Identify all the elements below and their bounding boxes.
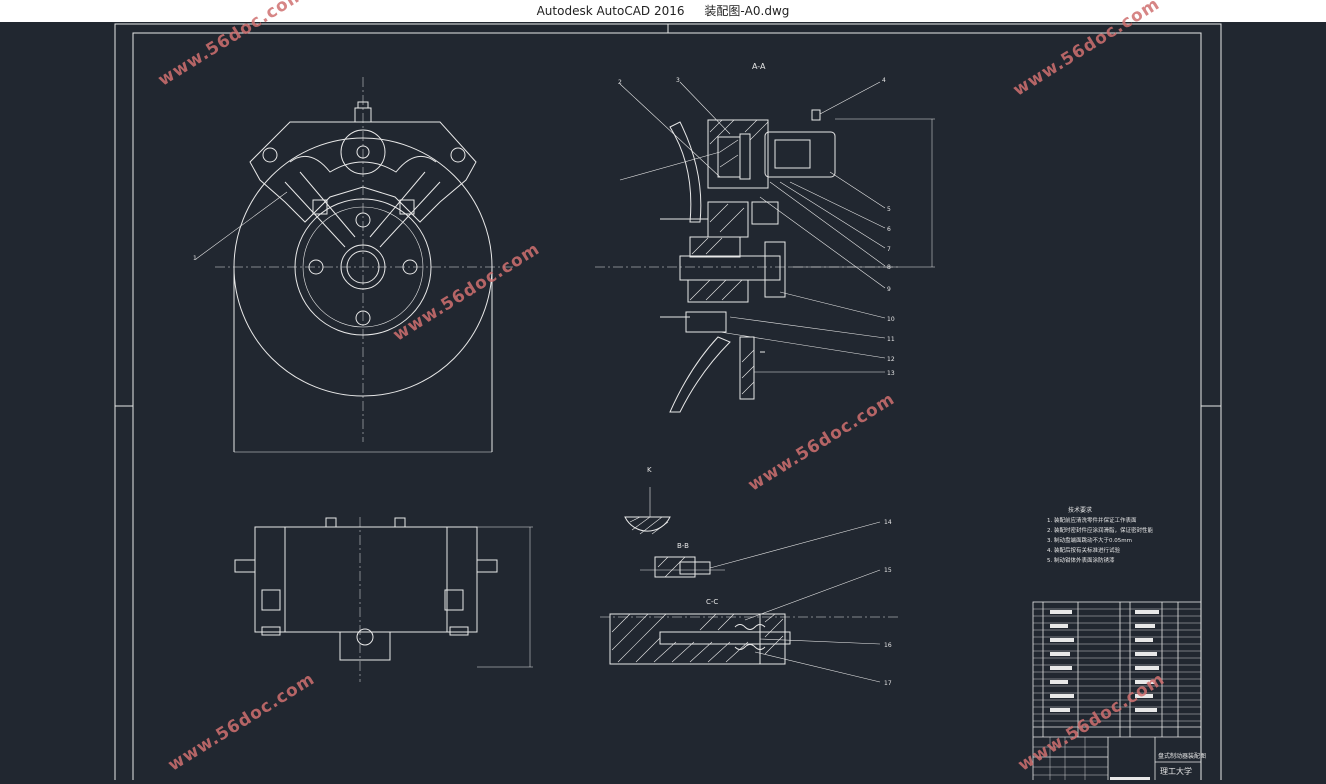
document-title: 装配图-A0.dwg xyxy=(704,4,790,18)
callout: 12 xyxy=(887,356,895,363)
section-bb-label: B-B xyxy=(677,542,689,550)
tech-req-line: 3. 制动盘端面跳动不大于0.05mm xyxy=(1047,536,1132,544)
callout: 14 xyxy=(884,519,892,526)
callout: 11 xyxy=(887,336,895,343)
callout: 2 xyxy=(618,79,622,86)
window-title-bar: Autodesk AutoCAD 2016 装配图-A0.dwg xyxy=(0,0,1326,22)
technical-requirements: 技术要求 1. 装配前应清洗零件并保证工作表面 2. 装配时密封件应涂润滑脂，保… xyxy=(1047,506,1153,564)
tech-req-title: 技术要求 xyxy=(1068,506,1092,514)
title-block-school: 理工大学 xyxy=(1160,766,1192,776)
callout: 8 xyxy=(887,264,891,271)
callout-labels: 1 2 3 4 5 6 7 8 9 10 11 12 13 14 15 16 1… xyxy=(193,77,895,687)
callout: 13 xyxy=(887,370,895,377)
callout: 10 xyxy=(887,316,895,323)
front-view xyxy=(195,101,493,453)
cad-drawing[interactable]: A-A B-B C-C K 1 2 3 4 5 6 7 8 9 10 11 12… xyxy=(0,22,1326,784)
callout: 7 xyxy=(887,246,891,253)
sheet-inner-border xyxy=(132,32,1202,784)
callout: 3 xyxy=(676,77,680,84)
detail-views xyxy=(609,487,881,683)
tech-req-line: 5. 制动钳体外表面涂防锈漆 xyxy=(1047,556,1115,564)
callout: 6 xyxy=(887,226,891,233)
callout: 15 xyxy=(884,567,892,574)
app-title: Autodesk AutoCAD 2016 xyxy=(536,4,685,18)
callout: 5 xyxy=(887,206,891,213)
callout: 1 xyxy=(193,255,197,262)
callout: 9 xyxy=(887,286,891,293)
tech-req-line: 2. 装配时密封件应涂润滑脂，保证密封性能 xyxy=(1047,526,1153,534)
bottom-view xyxy=(234,517,533,668)
section-aa-label: A-A xyxy=(752,62,766,71)
section-cc-label: C-C xyxy=(706,598,718,606)
callout: 17 xyxy=(884,680,892,687)
callout: 4 xyxy=(882,77,886,84)
view-k-label: K xyxy=(647,466,652,474)
tech-req-line: 4. 装配后按有关标准进行试验 xyxy=(1047,546,1120,554)
callout: 16 xyxy=(884,642,892,649)
title-block-drawing-title: 盘式制动器装配图 xyxy=(1158,752,1206,760)
tech-req-line: 1. 装配前应清洗零件并保证工作表面 xyxy=(1047,516,1137,524)
section-a-a xyxy=(619,81,935,413)
